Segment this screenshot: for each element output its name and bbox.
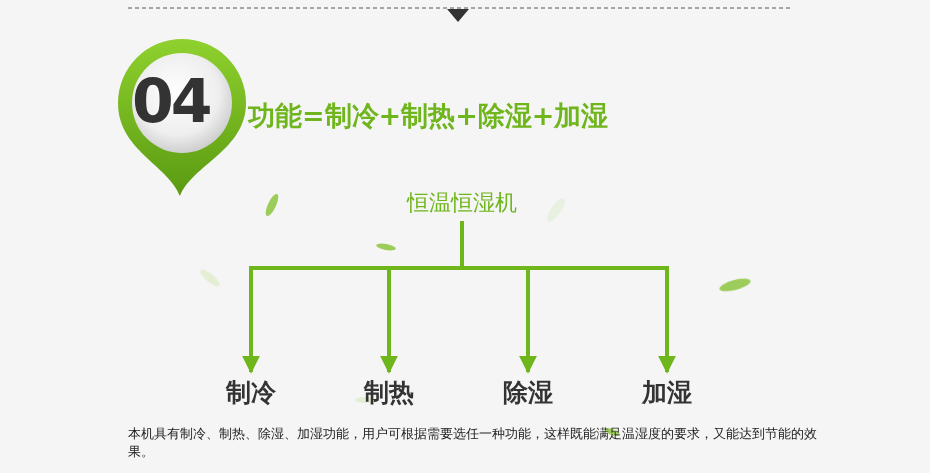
tree-arrow (462, 221, 667, 372)
tree-arrow (251, 221, 462, 372)
function-label: 加湿 (642, 376, 692, 409)
pin-disc (132, 53, 232, 153)
function-label: 制冷 (226, 376, 276, 409)
heading: 功能=制冷+制热+除湿+加湿 (248, 98, 609, 134)
leaves (198, 192, 752, 437)
function-label: 制热 (364, 376, 414, 409)
node-text: 恒温恒湿机 (407, 188, 517, 218)
node-text: 除湿 (503, 376, 553, 409)
node-text: 加湿 (642, 376, 692, 409)
rule-pointer (447, 9, 469, 22)
root-label: 恒温恒湿机 (407, 188, 517, 218)
tree-arrow (462, 221, 528, 372)
node-text: 制热 (364, 376, 414, 409)
tree-arrow (389, 221, 462, 372)
caption: 本机具有制冷、制热、除湿、加湿功能，用户可根据需要选任一种功能，这样既能满足温湿… (128, 425, 828, 461)
callout-number: 04 (132, 66, 210, 136)
dashed-rule (128, 8, 790, 9)
node-text: 制冷 (226, 376, 276, 409)
function-label: 除湿 (503, 376, 553, 409)
location-pin (118, 39, 246, 196)
